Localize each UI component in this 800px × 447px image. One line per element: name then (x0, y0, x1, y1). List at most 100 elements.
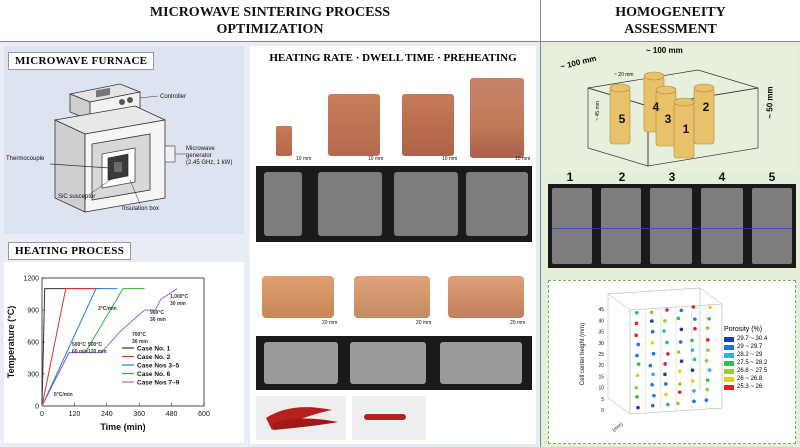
porosity-legend-label: 28.2 ~ 29 (737, 352, 763, 358)
porosity-point (679, 359, 684, 363)
x-tick-label: 360 (133, 411, 145, 418)
porosity-point (691, 305, 696, 309)
sample-small (276, 126, 292, 156)
porosity-y-tick: 25 (598, 352, 604, 358)
ct-midline (552, 228, 792, 229)
ct-num-2: 2 (618, 170, 626, 184)
porosity-point (635, 353, 639, 358)
furnace-label: MICROWAVE FURNACE (8, 52, 155, 70)
annotation: 120 min (88, 349, 107, 355)
scale-7: 20 mm (510, 320, 526, 326)
ct-cyl-1 (552, 188, 592, 264)
right-title-line2: ASSESSMENT (624, 22, 717, 37)
annotation: 700°C (132, 332, 146, 338)
series-line-2 (41, 288, 102, 407)
porosity-point (678, 340, 683, 344)
porosity-point (650, 403, 655, 408)
cyl-num-3: 3 (664, 112, 672, 126)
porosity-legend-item: 29 ~ 29.7 (724, 343, 767, 351)
porosity-point (664, 382, 668, 386)
dim-height: ~ 45 mm (594, 101, 601, 121)
porosity-point (634, 321, 639, 326)
porosity-point (663, 318, 667, 323)
porosity-legend-swatch (724, 360, 734, 366)
grid-edge (607, 397, 631, 415)
x-tick-label: 0 (40, 411, 44, 418)
porosity-point (676, 316, 681, 321)
porosity-y-tick: 30 (598, 341, 604, 347)
ct-image-2 (318, 172, 382, 236)
y-tick-label: 1200 (23, 276, 39, 283)
porosity-point (663, 362, 667, 366)
x-tick-label: 600 (198, 411, 210, 418)
generator-label: Microwave generator (2.45 GHz, 1 kW) (186, 146, 232, 167)
sample-large (470, 78, 524, 158)
porosity-y-tick: 35 (598, 330, 604, 336)
ct-num-1: 1 (566, 170, 574, 184)
generator-label-line1: Microwave (186, 146, 215, 152)
porosity-legend-item: 26 ~ 26.8 (724, 375, 767, 383)
left-title-line1: MICROWAVE SINTERING PROCESS (149, 5, 391, 20)
porosity-y-tick: 20 (598, 363, 604, 369)
cyl-num-2: 2 (702, 100, 710, 114)
panel-divider (540, 0, 541, 447)
legend-label: Case Nos 7–9 (137, 380, 180, 387)
porosity-point (650, 341, 655, 345)
ct-num-4: 4 (718, 170, 726, 184)
insulation-label: Insulation box (122, 206, 160, 212)
annotation: 3°C/min (98, 306, 117, 312)
cyl-num-5: 5 (618, 112, 626, 126)
ct-brick-3 (440, 342, 522, 384)
annotation: 5°C/min (54, 392, 73, 398)
annotation: 500°C (88, 342, 102, 348)
x-tick-label: 120 (69, 411, 81, 418)
porosity-y-tick: 15 (598, 374, 604, 380)
scale-6: 20 mm (416, 320, 432, 326)
porosity-legend-label: 26.8 ~ 27.5 (737, 368, 768, 374)
porosity-point (693, 317, 697, 321)
porosity-legend-swatch (724, 336, 734, 342)
porosity-point (650, 382, 654, 387)
ct-num-5: 5 (768, 170, 776, 184)
legend-label: Case Nos 3–5 (137, 363, 180, 370)
annotation: 1,000°C (170, 294, 189, 300)
ct-cyl-3 (650, 188, 692, 264)
porosity-legend-label: 29.7 ~ 30.4 (737, 336, 768, 342)
porosity-point (690, 368, 695, 372)
ct-image-1 (264, 172, 302, 236)
porosity-point (634, 385, 639, 390)
porosity-y-tick: 5 (601, 397, 604, 403)
ct-image-3 (394, 172, 458, 236)
porosity-point (706, 338, 710, 342)
porosity-point (651, 372, 655, 377)
porosity-point (705, 378, 710, 382)
legend-label: Case No. 1 (137, 346, 171, 353)
annotation: 30 min (150, 317, 166, 323)
porosity-point (679, 308, 684, 313)
y-tick-label: 600 (27, 340, 39, 347)
porosity-point (663, 372, 667, 377)
porosity-point (708, 305, 712, 310)
porosity-point (691, 379, 695, 383)
porosity-point (662, 329, 666, 333)
annotation: 900°C (150, 310, 164, 316)
porosity-x-label: (mm) (611, 421, 624, 433)
y-tick-label: 0 (35, 404, 39, 411)
annotation: 30 min (132, 339, 148, 345)
porosity-legend-swatch (724, 344, 734, 350)
porosity-point (652, 393, 656, 398)
grid-edge (607, 287, 701, 295)
generator-label-line3: (2.45 GHz, 1 kW) (186, 160, 233, 166)
porosity-y-tick: 0 (601, 408, 604, 414)
legend-label: Case No. 6 (137, 371, 171, 378)
porosity-point (704, 358, 709, 363)
porosity-point (704, 398, 709, 403)
porosity-point (649, 310, 654, 315)
porosity-legend-item: 28.2 ~ 29 (724, 351, 767, 359)
annotation: 60 min (72, 349, 88, 355)
thermocouple-label: Thermocouple (6, 156, 45, 162)
susceptor-label: SiC susceptor (58, 194, 96, 200)
ct-brick-2 (350, 342, 426, 384)
porosity-legend-swatch (724, 384, 734, 390)
